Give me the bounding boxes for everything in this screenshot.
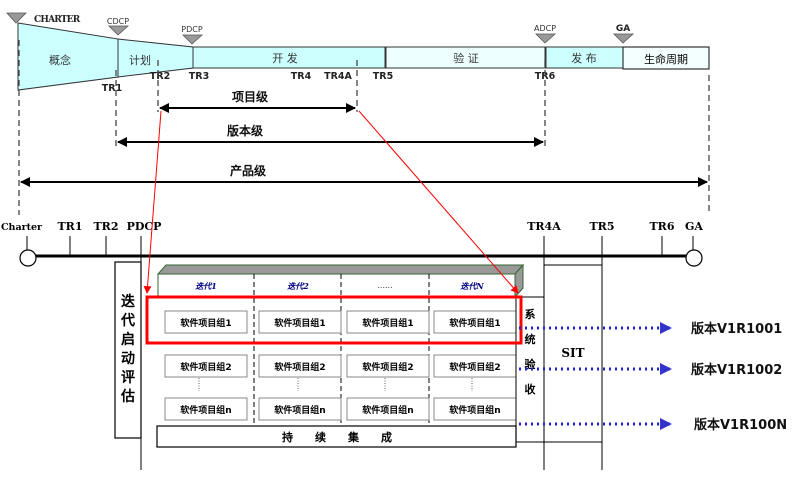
row-ellipsis [198, 378, 473, 391]
phase-label-release: 发 布 [571, 51, 597, 65]
phase-label-plan: 计划 [129, 54, 151, 67]
team-group-label: 软件项目组2 [362, 361, 413, 373]
team-group-label: 软件项目组n [274, 404, 325, 416]
release-label-2: 版本V1R1002 [691, 362, 782, 378]
milestone-triangle-icon [535, 33, 557, 44]
phase-label-lifecycle: 生命周期 [644, 52, 688, 66]
team-group-box [164, 354, 248, 378]
iteration-header-1: 迭代1 [195, 281, 217, 291]
team-group-label: 软件项目组1 [362, 317, 413, 329]
milestone-label: ADCP [534, 24, 556, 33]
team-group-label: 软件项目组1 [274, 317, 325, 329]
release-arrows [519, 322, 672, 430]
milestone-pdcp: PDCP [181, 25, 204, 45]
highlight-pointer-left [143, 110, 162, 294]
phase-develop [192, 46, 386, 69]
phase-verify [385, 46, 546, 69]
product-level-label: 产品级 [230, 163, 266, 178]
tr-label-tr4a: TR4A [324, 71, 352, 82]
team-group-box [346, 354, 430, 378]
milestone-adcp: ADCP [534, 24, 557, 44]
start-eval-char: 代 [120, 312, 135, 329]
tr-label-tr5: TR5 [373, 71, 393, 82]
team-group-label: 软件项目组n [362, 404, 413, 416]
tr-label-tr2: TR2 [150, 71, 170, 82]
team-group-label: 软件项目组2 [180, 361, 231, 373]
version-level-label: 版本级 [227, 123, 263, 138]
tr-label-tr6: TR6 [535, 71, 556, 82]
iteration-header-n: 迭代N [460, 281, 484, 291]
iteration-header-3: ...... [377, 281, 392, 290]
project-level-label: 项目级 [232, 89, 268, 104]
sit-label: SIT [561, 346, 584, 360]
milestone-label: CDCP [107, 17, 129, 26]
start-eval-char: 启 [121, 331, 135, 348]
milestone-triangle-icon [182, 34, 204, 45]
tr-label-tr1: TR1 [102, 83, 122, 94]
iteration-start-eval-box [114, 261, 142, 439]
milestone-triangle-icon [6, 12, 27, 24]
timeline-start-node [19, 249, 37, 267]
team-group-label: 软件项目组1 [449, 317, 500, 329]
milestone-triangle-icon [613, 33, 635, 44]
bottom-label-tr2: TR2 [94, 220, 119, 233]
start-eval-char: 评 [121, 370, 135, 386]
milestone-cdcp: CDCP [107, 17, 130, 36]
bottom-label-tr6: TR6 [650, 220, 675, 233]
team-group-label: 软件项目组n [180, 404, 231, 416]
milestone-charter: CHARTER [6, 12, 82, 25]
team-group-label: 软件项目组2 [449, 361, 500, 373]
system-acceptance-char: 收 [525, 382, 536, 396]
system-acceptance-char: 系 [525, 307, 536, 321]
timeline-end-node [685, 249, 703, 267]
tr-label-tr4: TR4 [291, 71, 312, 82]
phase-label-concept: 概念 [49, 53, 71, 67]
phase-lifecycle [622, 46, 710, 70]
team-group-box [258, 310, 342, 334]
release-label-n: 版本V1R100N [694, 417, 787, 433]
start-eval-char: 估 [120, 388, 135, 405]
team-group-label: 软件项目组1 [180, 317, 231, 329]
phase-label-verify: 验 证 [453, 51, 479, 65]
bottom-label-charter: Charter [1, 222, 43, 233]
team-rows: 软件项目组1 软件项目组1 软件项目组1 软件项目组1 软件项目组2 软件项目组2 软件项目… [164, 310, 517, 421]
milestone-label: GA [616, 24, 630, 34]
bottom-label-tr4a: TR4A [527, 220, 561, 233]
system-acceptance-char: 统 [525, 332, 536, 346]
team-group-label: 软件项目组2 [274, 361, 325, 373]
tr-label-tr3: TR3 [189, 71, 209, 82]
header-bar-top [156, 264, 525, 275]
continuous-integration-label: 持 续 集 成 [282, 430, 392, 444]
team-group-box [346, 310, 430, 334]
iteration-header-2: 迭代2 [287, 281, 309, 291]
team-group-label: 软件项目组n [449, 404, 500, 416]
bottom-label-tr5: TR5 [590, 220, 615, 233]
start-eval-char: 迭 [121, 293, 135, 310]
phase-label-develop: 开 发 [272, 51, 298, 65]
bottom-label-ga: GA [685, 220, 703, 233]
column-separators [253, 274, 430, 426]
milestone-label: PDCP [181, 25, 203, 34]
milestone-ga: GA [613, 24, 635, 44]
release-label-1: 版本V1R1001 [691, 321, 782, 337]
team-group-box [164, 310, 248, 334]
start-eval-char: 动 [121, 350, 135, 367]
system-acceptance-char: 验 [525, 357, 537, 371]
team-group-box [164, 397, 248, 421]
bottom-label-tr1: TR1 [58, 220, 83, 233]
highlight-frame [145, 295, 523, 345]
dashed-guides [18, 40, 710, 215]
team-group-box [258, 397, 342, 421]
bottom-label-pdcp: PDCP [127, 220, 162, 233]
team-group-box [258, 354, 342, 378]
phase-bar [17, 22, 710, 91]
milestone-triangle-icon [108, 25, 130, 36]
team-group-box [346, 397, 430, 421]
highlight-pointer-right [358, 110, 519, 294]
milestone-label: CHARTER [34, 15, 81, 25]
